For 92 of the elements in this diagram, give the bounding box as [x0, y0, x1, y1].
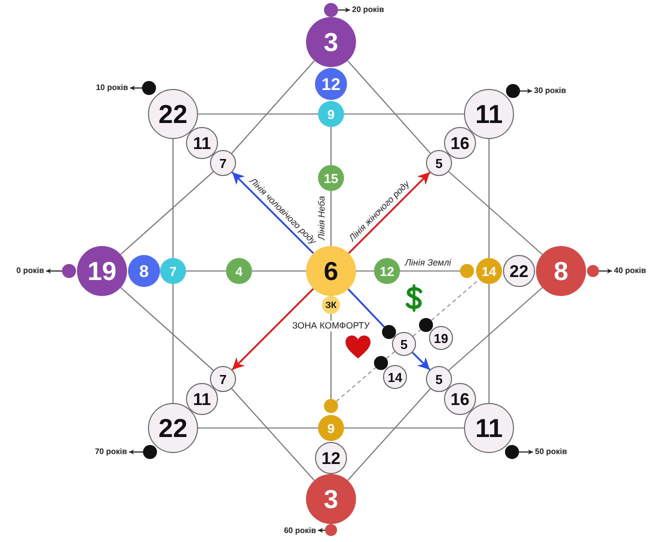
- connector-line: [198, 113, 318, 115]
- marker-dot: [374, 356, 388, 370]
- dashed-line: [386, 351, 396, 359]
- connector-line: [488, 284, 490, 403]
- edge-label: Лінія Землі: [404, 258, 452, 268]
- marker-dot: [143, 445, 157, 459]
- marker-dot: [460, 264, 474, 278]
- age-label: 30 років: [534, 85, 566, 97]
- number-circle: 7: [210, 150, 236, 176]
- connector-line: [344, 427, 464, 429]
- number-circle: 3: [306, 17, 356, 67]
- edge-label: ЗОНА КОМФОРТУ: [291, 320, 371, 332]
- number-circle: 16: [444, 127, 476, 159]
- connector-line: [172, 139, 174, 258]
- number-circle: 12: [315, 442, 347, 474]
- connector-line: [120, 171, 214, 255]
- number-circle: 11: [186, 383, 218, 415]
- number-circle: 12: [374, 258, 400, 284]
- connector-line: [488, 139, 490, 258]
- arrow: [318, 528, 326, 533]
- number-circle: 11: [186, 127, 218, 159]
- marker-dot: [325, 524, 337, 536]
- arrow: [129, 450, 143, 454]
- number-circle: 9: [318, 101, 344, 127]
- number-circle: 19: [429, 326, 453, 350]
- age-label: 60 років: [284, 525, 316, 537]
- number-circle: 16: [444, 383, 476, 415]
- number-circle: 6: [306, 246, 356, 296]
- marker-dot: [587, 265, 599, 277]
- arrow: [412, 352, 430, 370]
- connector-line: [330, 191, 332, 246]
- connector-line: [231, 388, 315, 481]
- connector-line: [356, 270, 374, 272]
- number-circle: 14: [476, 258, 502, 284]
- number-circle: 5: [392, 332, 416, 356]
- arrow: [338, 8, 350, 12]
- connector-line: [344, 113, 464, 115]
- age-label: 0 років: [16, 265, 44, 277]
- number-circle: 9: [318, 415, 344, 441]
- number-circle: 8: [536, 246, 586, 296]
- connector-line: [330, 127, 332, 165]
- connector-line: [448, 287, 543, 371]
- age-label: 40 років: [614, 265, 646, 277]
- connector-line: [330, 314, 332, 399]
- number-circle: 5: [426, 366, 452, 392]
- number-circle: 5: [426, 150, 452, 176]
- connector-line: [186, 270, 226, 272]
- marker-dot: [324, 3, 338, 17]
- number-circle: 8: [128, 255, 160, 287]
- number-circle: 22: [503, 255, 535, 287]
- dashed-line: [430, 279, 480, 321]
- connector-line: [252, 270, 306, 272]
- zone-circle: ЗК: [322, 296, 340, 314]
- number-circle: 12: [315, 68, 347, 100]
- dashed-line: [412, 329, 422, 337]
- edge-label: Лінія Неба: [316, 195, 328, 241]
- connector-line: [120, 287, 214, 371]
- marker-dot: [506, 84, 520, 98]
- number-circle: 19: [77, 246, 127, 296]
- age-label: 10 років: [96, 82, 128, 94]
- connector-line: [198, 427, 318, 429]
- number-circle: 14: [383, 365, 407, 389]
- age-label: 50 років: [535, 446, 568, 458]
- connector-line: [172, 284, 174, 403]
- connector-line: [347, 388, 431, 481]
- arrow: [46, 268, 62, 274]
- number-circle: 7: [210, 366, 236, 392]
- marker-dot: [419, 318, 433, 332]
- number-circle: 7: [160, 258, 186, 284]
- arrow: [232, 288, 314, 370]
- number-circle: 3: [306, 474, 356, 524]
- dashed-line: [336, 367, 376, 402]
- marker-dot: [382, 325, 396, 339]
- marker-dot: [324, 399, 338, 413]
- connector-line: [348, 288, 385, 328]
- arrow: [519, 450, 533, 454]
- number-circle: 4: [226, 258, 252, 284]
- connector-line: [448, 171, 543, 255]
- marker-dot: [142, 81, 156, 95]
- connector-line: [231, 60, 315, 154]
- number-circle: 15: [318, 165, 344, 191]
- arrow: [348, 172, 430, 254]
- age-label: 70 років: [94, 446, 127, 458]
- age-label: 20 років: [352, 4, 384, 16]
- connector-line: [347, 60, 431, 154]
- arrow: [520, 88, 532, 94]
- arrow: [232, 172, 314, 254]
- arrow: [130, 86, 142, 90]
- connector-line: [400, 270, 460, 272]
- marker-dot: [505, 445, 519, 459]
- arrow: [599, 268, 612, 274]
- marker-dot: [62, 264, 76, 278]
